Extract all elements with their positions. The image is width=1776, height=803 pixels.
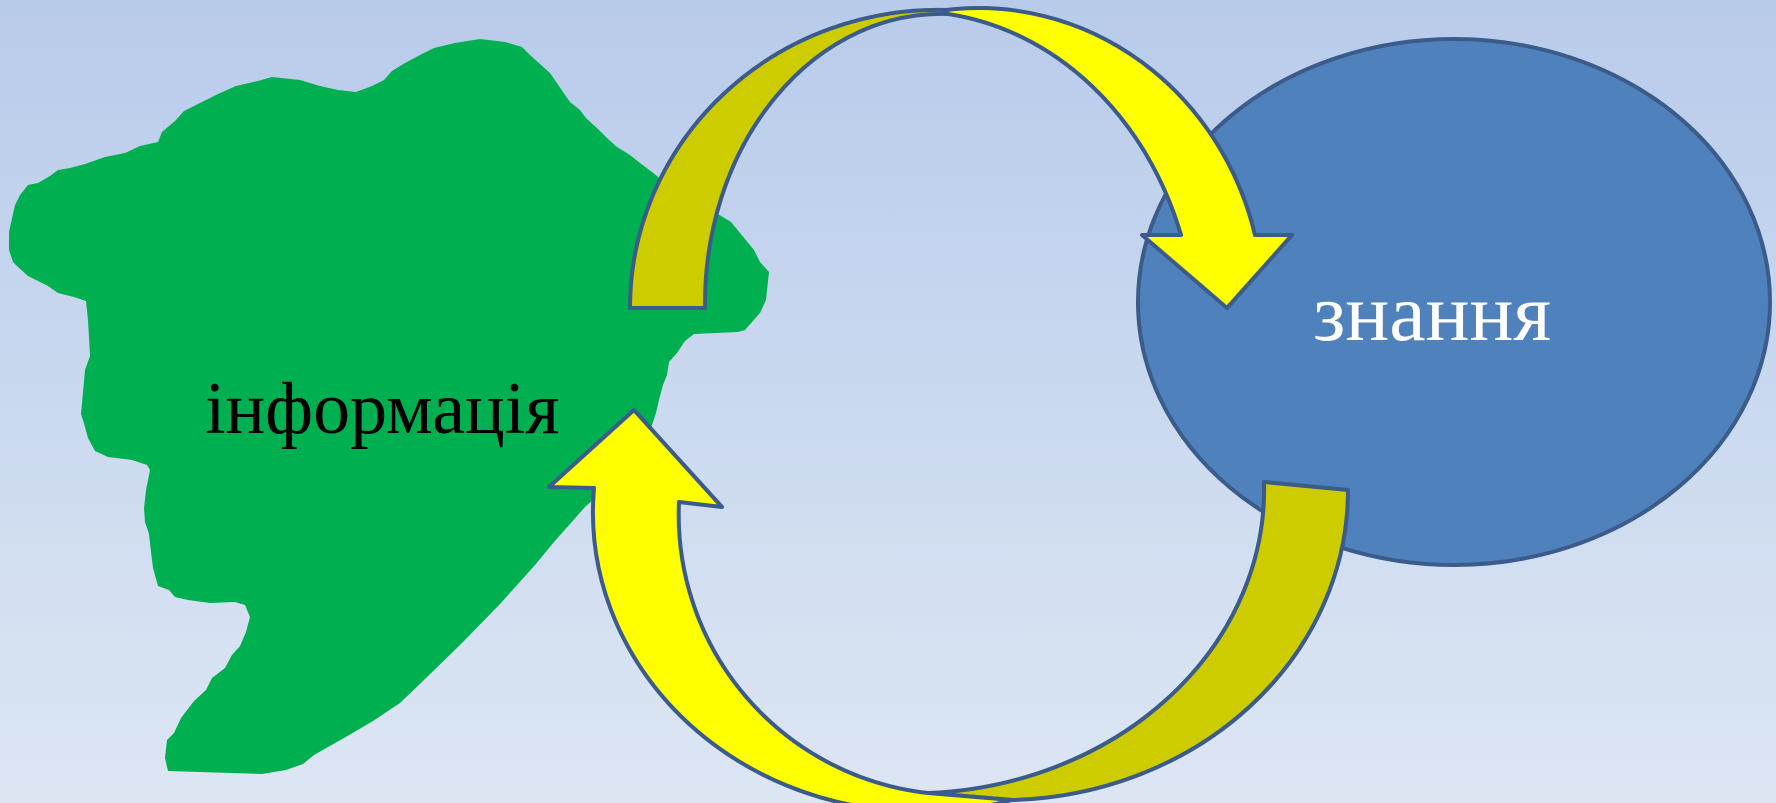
information-label: інформація	[205, 372, 559, 446]
bottom-arrow-front-face	[549, 410, 1012, 803]
top-arrow-back-face	[630, 10, 948, 308]
knowledge-label: знання	[1313, 272, 1551, 354]
bottom-arrow-back-face	[928, 482, 1348, 800]
